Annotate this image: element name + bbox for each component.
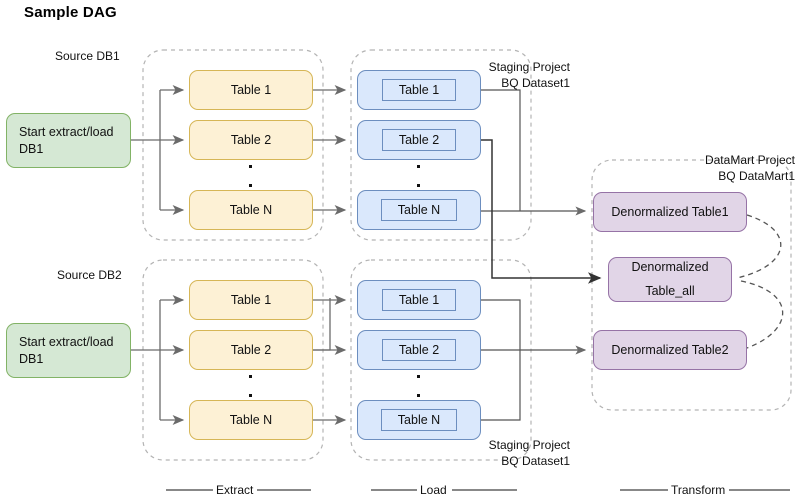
phase-label-load: Load — [420, 483, 447, 497]
edge-load2-bus — [481, 299, 521, 421]
page-title: Sample DAG — [24, 4, 117, 21]
node-label: Table 2 — [230, 132, 272, 147]
ellipsis-extract-top — [249, 165, 252, 187]
node-load-top-table-2[interactable]: Table 2 — [357, 120, 481, 160]
node-denormalized-table-all[interactable]: Denormalized Table_all — [608, 257, 732, 302]
node-extract-bottom-table-n[interactable]: Table N — [189, 400, 313, 440]
node-extract-top-table-n[interactable]: Table N — [189, 190, 313, 230]
node-start-extract-load-db1-bottom[interactable]: Start extract/load DB1 — [6, 323, 131, 378]
node-label: Start extract/load DB1 — [19, 334, 114, 366]
edge-load-t2-to-denorm-all — [481, 139, 602, 284]
node-denormalized-table2[interactable]: Denormalized Table2 — [593, 330, 747, 370]
edge-denorm2-to-denormall — [740, 280, 784, 349]
ellipsis-load-bottom — [417, 375, 420, 397]
node-label: Start extract/load DB1 — [19, 124, 114, 156]
node-extract-bottom-table-2[interactable]: Table 2 — [189, 330, 313, 370]
node-load-top-table-1[interactable]: Table 1 — [357, 70, 481, 110]
node-load-bottom-table-n[interactable]: Table N — [357, 400, 481, 440]
label-staging-top: Staging Project BQ Dataset1 — [488, 60, 570, 91]
edge-load-t1-bus-top — [481, 89, 521, 211]
node-label: Table 1 — [381, 78, 457, 102]
node-label: Denormalized Table2 — [611, 342, 729, 357]
node-label: Denormalized Table1 — [611, 204, 729, 219]
node-label: Table 2 — [381, 128, 457, 152]
node-extract-bottom-table-1[interactable]: Table 1 — [189, 280, 313, 320]
label-staging-bottom: Staging Project BQ Dataset1 — [488, 438, 570, 469]
node-label: Table 2 — [381, 338, 457, 362]
node-label: Table N — [229, 202, 273, 217]
node-label: Table 1 — [381, 288, 457, 312]
node-label: Table 2 — [230, 342, 272, 357]
label-source-db1: Source DB1 — [55, 49, 120, 63]
node-denormalized-table1[interactable]: Denormalized Table1 — [593, 192, 747, 232]
node-load-bottom-table-1[interactable]: Table 1 — [357, 280, 481, 320]
node-label: Table 1 — [230, 292, 272, 307]
node-load-top-table-n[interactable]: Table N — [357, 190, 481, 230]
node-label: Table N — [380, 408, 458, 432]
label-source-db2: Source DB2 — [57, 268, 122, 282]
node-start-extract-load-db1-top[interactable]: Start extract/load DB1 — [6, 113, 131, 168]
label-datamart: DataMart Project BQ DataMart1 — [704, 153, 795, 184]
node-extract-top-table-2[interactable]: Table 2 — [189, 120, 313, 160]
node-label: Table N — [380, 198, 458, 222]
phase-label-extract: Extract — [216, 483, 254, 497]
node-label: Table N — [229, 412, 273, 427]
ellipsis-extract-bottom — [249, 375, 252, 397]
node-label-line1: Denormalized — [631, 260, 709, 275]
ellipsis-load-top — [417, 165, 420, 187]
node-load-bottom-table-2[interactable]: Table 2 — [357, 330, 481, 370]
phase-label-transform: Transform — [671, 483, 726, 497]
node-label: Table 1 — [230, 82, 272, 97]
edge-extract2-t2-riser — [313, 298, 331, 351]
node-extract-top-table-1[interactable]: Table 1 — [189, 70, 313, 110]
node-label-line2: Table_all — [645, 284, 695, 298]
